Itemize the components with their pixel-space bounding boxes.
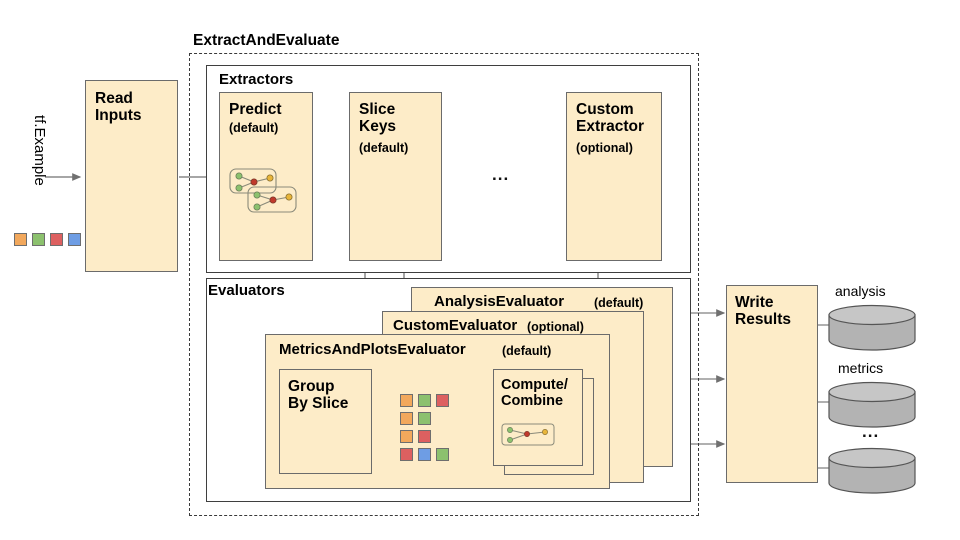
node-metrics-and-plots-evaluator-subtitle: (default)	[502, 344, 552, 358]
graph-icon	[501, 423, 555, 446]
output-label-analysis: analysis	[835, 283, 886, 299]
slice-swatch	[418, 448, 431, 461]
node-custom-extractor-subtitle: (optional)	[576, 141, 633, 155]
slice-swatch	[418, 412, 431, 425]
node-predict-title: Predict	[229, 101, 282, 118]
input-swatches	[14, 233, 84, 247]
node-slice-keys-subtitle: (default)	[359, 141, 409, 155]
node-custom-extractor-title: Custom Extractor	[576, 101, 645, 136]
slice-swatch	[400, 394, 413, 407]
node-analysis-evaluator-subtitle: (default)	[594, 296, 644, 310]
slice-swatch	[400, 430, 413, 443]
cylinder-analysis	[828, 304, 916, 351]
input-label: tf.Example	[31, 115, 48, 186]
node-custom-evaluator-title: CustomEvaluator	[393, 317, 518, 334]
node-read-inputs[interactable]: Read Inputs	[85, 80, 178, 272]
region-evaluators-title: Evaluators	[208, 282, 285, 299]
node-group-by-slice[interactable]: Group By Slice	[279, 369, 372, 474]
slice-swatch	[418, 394, 431, 407]
slice-swatch	[400, 412, 413, 425]
node-custom-extractor[interactable]: Custom Extractor (optional)	[566, 92, 662, 261]
input-swatch	[14, 233, 27, 246]
node-read-inputs-title: Read Inputs	[95, 90, 142, 125]
slice-swatch	[400, 448, 413, 461]
extractor-ellipsis: ...	[492, 165, 510, 184]
slice-swatch-grid	[400, 394, 456, 462]
region-extract-and-evaluate-title: ExtractAndEvaluate	[193, 32, 340, 49]
output-label-other: ...	[862, 422, 880, 441]
node-compute-combine[interactable]: Compute/ Combine	[493, 369, 583, 466]
input-swatch	[50, 233, 63, 246]
node-metrics-and-plots-evaluator-title: MetricsAndPlotsEvaluator	[279, 341, 466, 358]
node-write-results[interactable]: Write Results	[726, 285, 818, 483]
graph-icon	[229, 168, 297, 213]
cylinder-other	[828, 447, 916, 494]
node-predict-subtitle: (default)	[229, 121, 279, 135]
output-label-metrics: metrics	[838, 360, 884, 376]
node-predict[interactable]: Predict (default)	[219, 92, 313, 261]
slice-swatch	[436, 394, 449, 407]
node-slice-keys-title: Slice Keys	[359, 101, 397, 136]
node-compute-combine-title: Compute/ Combine	[501, 377, 568, 410]
slice-swatch	[418, 430, 431, 443]
cylinder-metrics	[828, 381, 916, 428]
node-custom-evaluator-subtitle: (optional)	[527, 320, 584, 334]
slice-swatch	[436, 448, 449, 461]
input-swatch	[68, 233, 81, 246]
region-extractors-title: Extractors	[219, 71, 294, 88]
node-analysis-evaluator-title: AnalysisEvaluator	[434, 293, 565, 310]
input-swatch	[32, 233, 45, 246]
region-extract-and-evaluate	[189, 53, 699, 516]
node-group-by-slice-title: Group By Slice	[288, 378, 349, 413]
node-write-results-title: Write Results	[735, 294, 791, 329]
node-slice-keys[interactable]: Slice Keys (default)	[349, 92, 442, 261]
